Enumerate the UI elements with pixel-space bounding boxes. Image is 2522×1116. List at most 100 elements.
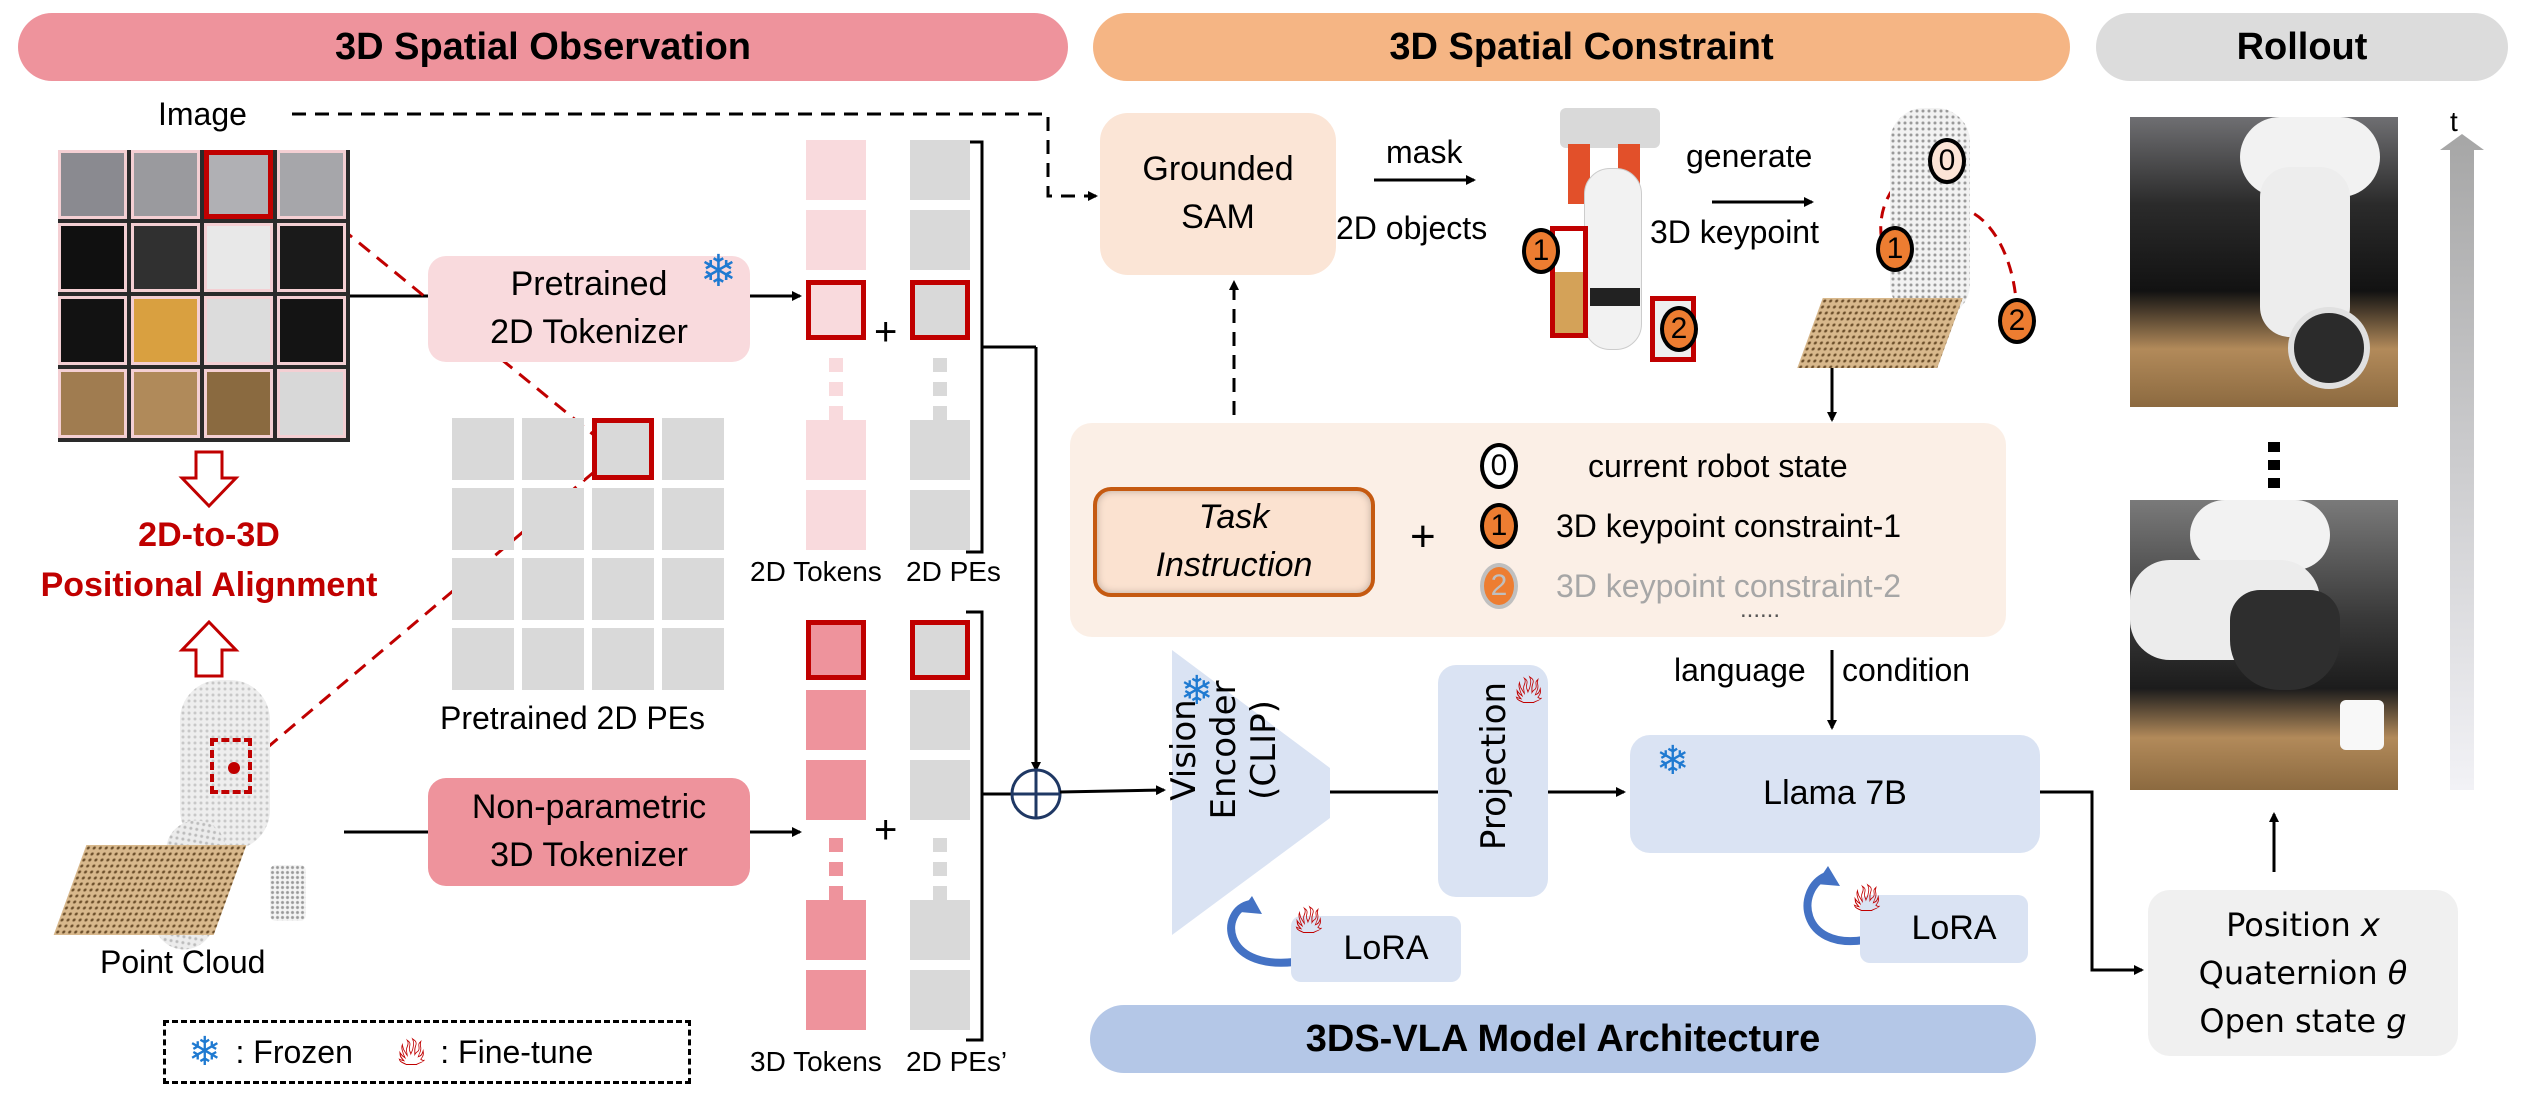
- pretrained-pe-grid: [452, 418, 732, 690]
- vision-encoder-label: Vision Encoder (CLIP): [1164, 650, 1284, 850]
- token-3d: [806, 690, 866, 750]
- up-hollow-arrow: [178, 619, 240, 678]
- alignment-line-1: 2D-to-3D: [138, 516, 280, 554]
- rollout-frame-1: [2130, 117, 2398, 407]
- header-observation: 3D Spatial Observation: [18, 13, 1068, 81]
- rollout-dot-2: [2268, 460, 2280, 470]
- image-patch: [204, 369, 273, 438]
- header-constraint-label: 3D Spatial Constraint: [1389, 25, 1774, 68]
- tokenizer-2d-line-1: Pretrained: [510, 265, 668, 304]
- constraint-item-text: 3D keypoint constraint-2: [1556, 567, 1902, 604]
- header-constraint: 3D Spatial Constraint: [1093, 13, 2070, 81]
- alignment-label: 2D-to-3D Positional Alignment: [28, 510, 390, 610]
- llama-box: Llama 7B: [1630, 735, 2040, 853]
- action-output-line: Quaternion θ: [2198, 954, 2408, 992]
- language-label: language: [1674, 652, 1806, 688]
- image-patch: [131, 150, 200, 219]
- task-instruction-line-1: Task: [1198, 498, 1270, 537]
- tokenizer-2d-line-2: 2D Tokenizer: [490, 313, 688, 351]
- snowflake-icon: ❄: [700, 247, 737, 296]
- action-output-line: Open state g: [2199, 1002, 2407, 1040]
- legend-frozen-label: : Frozen: [235, 1033, 353, 1070]
- bracket-3d: [966, 610, 984, 1042]
- vision-encoder-trapezoid: [1172, 650, 1330, 935]
- token-3d: [806, 970, 866, 1030]
- image-patch: [58, 296, 127, 365]
- image-patch: [58, 223, 127, 292]
- task-instruction-line-2: Instruction: [1155, 546, 1313, 584]
- pe-cell: [452, 558, 514, 620]
- generate-label: generate: [1686, 138, 1813, 174]
- plus-3d: +: [874, 808, 898, 852]
- model-architecture-title-bar: 3DS-VLA Model Architecture: [1090, 1005, 2036, 1073]
- vision-encoder-line-1: Vision: [1164, 699, 1204, 801]
- encoder-snowflake-icon: ❄: [1180, 669, 1214, 713]
- constraint-ellipsis: ......: [1740, 596, 1781, 623]
- pe-2d: [910, 210, 970, 270]
- object-badge-2: 2: [1660, 306, 1698, 352]
- object-badge-1: 1: [1522, 228, 1560, 274]
- token-3d-ellipsis-dot: [829, 838, 843, 852]
- llm-to-output-arrow: [2038, 790, 2144, 975]
- token-3d-selected: [806, 620, 866, 680]
- pe-2d-prime-selected: [910, 620, 970, 680]
- tokenizer-3d-line-2: 3D Tokenizer: [490, 836, 688, 874]
- header-rollout: Rollout: [2096, 13, 2508, 81]
- keypoint-badge-0: 0: [1928, 138, 1966, 184]
- task-plus: +: [1410, 512, 1436, 561]
- point-cloud-image: [53, 680, 330, 955]
- pe-cell: [592, 558, 654, 620]
- tokens-2d-label: 2D Tokens: [750, 556, 882, 587]
- pe-2d-selected: [910, 280, 970, 340]
- legend-snowflake-icon: ❄: [188, 1030, 222, 1074]
- image-patch-selected: [204, 150, 273, 219]
- lora-encoder-box: LoRA: [1291, 916, 1461, 982]
- pe-2d: [910, 420, 970, 480]
- lora-encoder-label: LoRA: [1343, 929, 1429, 968]
- pe-cell: [662, 488, 724, 550]
- image-patch: [277, 369, 346, 438]
- input-image-grid: [58, 150, 350, 442]
- token-2d-ellipsis-dot: [829, 358, 843, 372]
- projection-box: [1438, 665, 1548, 897]
- pe-cell: [522, 418, 584, 480]
- pe-cell: [522, 558, 584, 620]
- lora-llm-flame-icon: 🔥︎: [1852, 876, 1882, 920]
- keypoint-badge-1: 1: [1876, 226, 1914, 272]
- image-patch: [277, 296, 346, 365]
- time-label: t: [2450, 106, 2458, 137]
- pe-2d-prime: [910, 760, 970, 820]
- pe-2d-ellipsis-dot: [933, 358, 947, 372]
- pe-2d-prime: [910, 690, 970, 750]
- tokenizer-3d-line-1: Non-parametric: [471, 788, 707, 827]
- time-arrow: [2440, 134, 2484, 790]
- model-architecture-title: 3DS-VLA Model Architecture: [1305, 1017, 1821, 1060]
- image-patch: [204, 296, 273, 365]
- grounded-sam-box: Grounded SAM: [1100, 113, 1336, 275]
- pe-2d-prime-ellipsis-dot: [933, 886, 947, 900]
- pe-2d-prime-ellipsis-dot: [933, 862, 947, 876]
- pretrained-2d-tokenizer-box: Pretrained 2D Tokenizer: [428, 256, 750, 362]
- token-2d-ellipsis-dot: [829, 406, 843, 420]
- constraint-item-text: 3D keypoint constraint-1: [1556, 507, 1902, 544]
- vision-encoder-line-2: Encoder: [1204, 680, 1244, 820]
- lora-llm-box: LoRA: [1860, 895, 2028, 963]
- vision-encoder-line-3: (CLIP): [1244, 700, 1284, 800]
- pe-cell: [662, 418, 724, 480]
- pe-2d: [910, 490, 970, 550]
- lora-encoder-curve-arrow: [1227, 900, 1295, 967]
- keypoint-badge-2: 2: [1998, 298, 2036, 344]
- token-3d-ellipsis-dot: [829, 862, 843, 876]
- token-3d: [806, 760, 866, 820]
- non-parametric-3d-tokenizer-box: Non-parametric 3D Tokenizer: [428, 778, 750, 886]
- pe-cell: [452, 488, 514, 550]
- header-observation-label: 3D Spatial Observation: [334, 25, 751, 68]
- image-patch: [131, 369, 200, 438]
- pes-2d-label: 2D PEs: [906, 556, 1001, 587]
- legend: ❄ : Frozen 🔥︎ : Fine-tune: [163, 1020, 691, 1084]
- llama-label: Llama 7B: [1763, 774, 1907, 813]
